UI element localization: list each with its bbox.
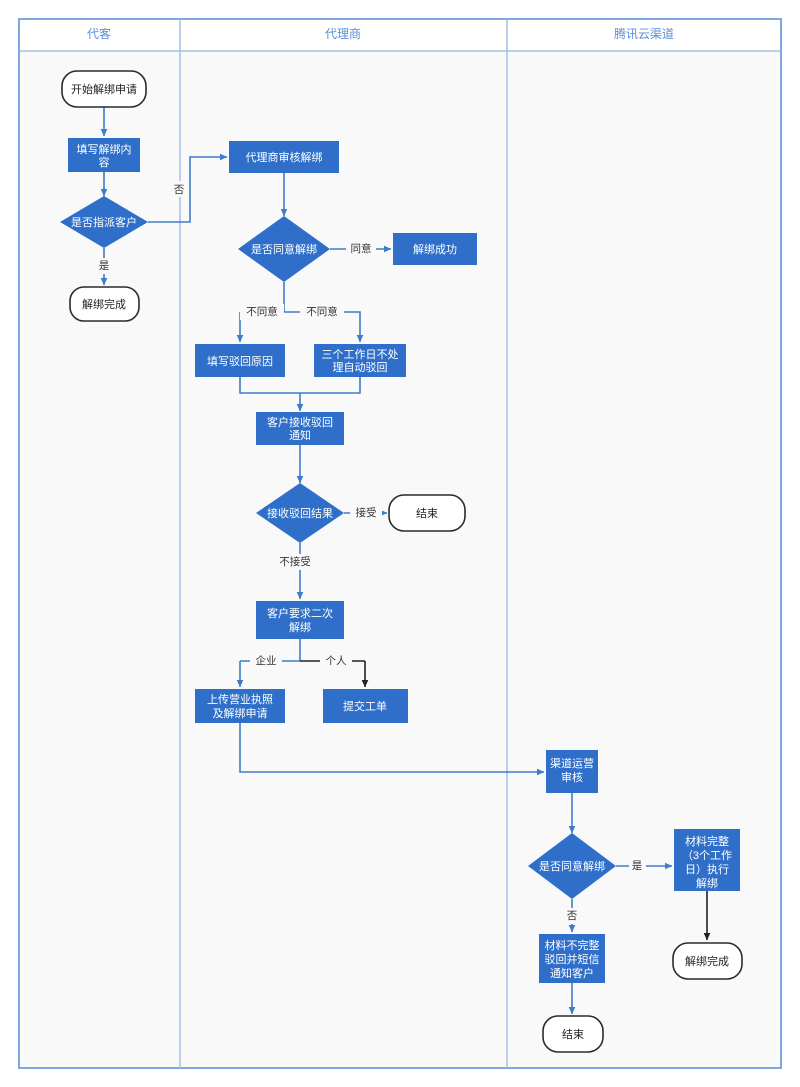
node-upload-license[interactable]: 上传营业执照 及解绑申请 bbox=[195, 689, 285, 723]
edge-label-assign-no: 否 bbox=[174, 184, 185, 196]
node-label-line3: 通知客户 bbox=[550, 966, 594, 980]
edge-label-final-yes: 是 bbox=[632, 860, 643, 872]
node-unbind-success[interactable]: 解绑成功 bbox=[393, 233, 477, 265]
node-materials-incomplete-reject[interactable]: 材料不完整 驳回并短信 通知客户 bbox=[539, 934, 605, 983]
edge-upload-to-channel bbox=[239, 723, 545, 776]
node-label: 结束 bbox=[416, 507, 438, 520]
edge-assign-no bbox=[148, 153, 228, 223]
edge-label-accept: 接受 bbox=[356, 506, 377, 519]
node-label: 解绑完成 bbox=[685, 954, 729, 968]
node-auto-reject-3days[interactable]: 三个工作日不处 理自动驳回 bbox=[314, 344, 406, 377]
node-label-line1: 客户要求二次 bbox=[267, 606, 333, 620]
node-channel-ops-review[interactable]: 渠道运营 审核 bbox=[546, 750, 598, 793]
node-label-line1: 渠道运营 bbox=[550, 756, 594, 770]
edge-label-enterprise: 企业 bbox=[256, 654, 277, 667]
node-customer-receive-reject[interactable]: 客户接收驳回 通知 bbox=[256, 412, 344, 445]
node-label-line2: 及解绑申请 bbox=[213, 706, 268, 720]
node-label: 开始解绑申请 bbox=[71, 82, 137, 96]
node-decision-agent-agree[interactable]: 是否同意解绑 bbox=[238, 216, 330, 282]
node-decision-assign-customer[interactable]: 是否指派客户 bbox=[60, 196, 148, 248]
node-label-line3: 日）执行 bbox=[685, 862, 729, 876]
edge-label-final-no: 否 bbox=[567, 910, 578, 922]
node-decision-channel-agree[interactable]: 是否同意解绑 bbox=[528, 833, 616, 899]
node-label-line1: 客户接收驳回 bbox=[267, 415, 333, 429]
edge-label-personal: 个人 bbox=[326, 655, 347, 667]
node-label-line2: 容 bbox=[99, 155, 110, 169]
node-label: 是否指派客户 bbox=[71, 215, 137, 229]
node-unbind-complete-channel[interactable]: 解绑完成 bbox=[672, 942, 743, 980]
edge-label-not-accept: 不接受 bbox=[279, 555, 311, 568]
node-label-line1: 材料不完整 bbox=[545, 938, 600, 952]
node-label-line2: 驳回并短信 bbox=[545, 952, 600, 966]
node-label-line1: 三个工作日不处 bbox=[322, 348, 399, 361]
node-label: 解绑成功 bbox=[413, 242, 457, 256]
edge-label-assign-yes: 是 bbox=[99, 260, 110, 272]
swimlane-frame bbox=[18, 18, 782, 1069]
node-agent-review-unbind[interactable]: 代理商审核解绑 bbox=[229, 141, 339, 173]
node-label-line1: 材料完整 bbox=[685, 834, 729, 848]
edge-layer bbox=[100, 107, 711, 1015]
node-end-channel[interactable]: 结束 bbox=[542, 1015, 604, 1053]
lane-header-agent: 代理商 bbox=[325, 26, 361, 41]
node-materials-complete-exec[interactable]: 材料完整 （3个工作 日）执行 解绑 bbox=[674, 829, 740, 891]
node-label: 结束 bbox=[562, 1028, 584, 1041]
lane-header-customer: 代客 bbox=[87, 26, 111, 41]
node-label-line4: 解绑 bbox=[696, 876, 718, 890]
lane-header-tencent: 腾讯云渠道 bbox=[614, 26, 674, 41]
node-fill-reject-reason[interactable]: 填写驳回原因 bbox=[195, 344, 285, 377]
node-label-line2: 通知 bbox=[289, 428, 311, 442]
node-label: 解绑完成 bbox=[82, 297, 126, 311]
node-label-line1: 上传营业执照 bbox=[207, 692, 273, 706]
node-unbind-complete-customer[interactable]: 解绑完成 bbox=[69, 286, 140, 322]
node-label-line2: 审核 bbox=[561, 770, 583, 784]
edge-label-layer: 否 是 同意 不同意 不同意 接受 不接受 企业 个人 是 否 bbox=[95, 181, 646, 924]
edge-label-disagree-2: 不同意 bbox=[306, 305, 338, 318]
node-decision-reject-result[interactable]: 接收驳回结果 bbox=[256, 483, 344, 543]
node-fill-unbind-content[interactable]: 填写解绑内 容 bbox=[68, 138, 140, 172]
node-submit-ticket[interactable]: 提交工单 bbox=[323, 689, 408, 723]
edge-label-agree: 同意 bbox=[351, 242, 372, 255]
node-label: 是否同意解绑 bbox=[539, 859, 605, 873]
node-label: 是否同意解绑 bbox=[251, 242, 317, 256]
node-label-line2: 理自动驳回 bbox=[333, 361, 388, 374]
node-label-line1: 填写解绑内 bbox=[77, 142, 132, 156]
node-label: 代理商审核解绑 bbox=[246, 150, 323, 164]
node-label-line2: （3个工作 bbox=[682, 849, 732, 862]
node-label: 提交工单 bbox=[343, 699, 387, 713]
node-start-unbind-request[interactable]: 开始解绑申请 bbox=[61, 70, 147, 108]
node-customer-second-unbind[interactable]: 客户要求二次 解绑 bbox=[256, 601, 344, 639]
node-label: 接收驳回结果 bbox=[267, 506, 333, 520]
edge-label-disagree-1: 不同意 bbox=[246, 305, 278, 318]
node-label: 填写驳回原因 bbox=[207, 354, 273, 368]
node-label-line2: 解绑 bbox=[289, 620, 311, 634]
node-end-agent[interactable]: 结束 bbox=[388, 494, 466, 532]
